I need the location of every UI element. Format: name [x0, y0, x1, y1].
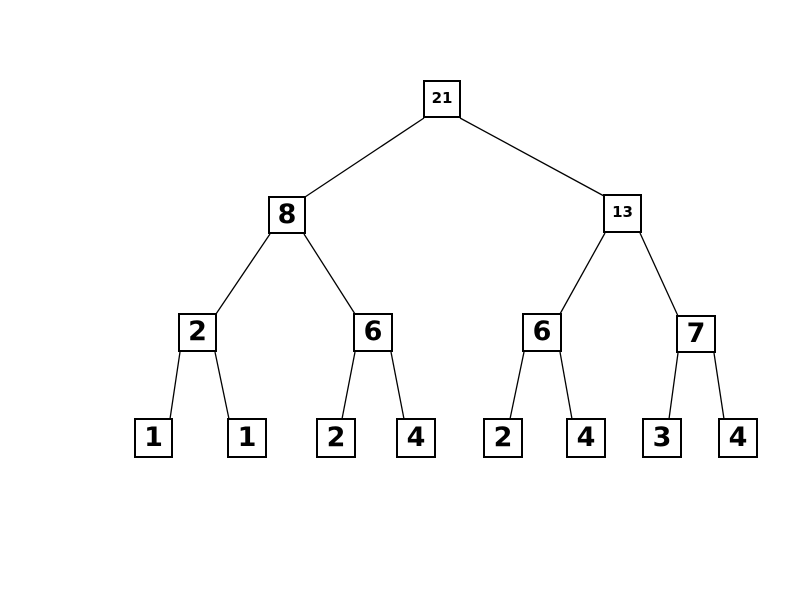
- tree-node[interactable]: 4: [396, 418, 436, 458]
- tree-edge: [390, 351, 405, 420]
- tree-edge: [559, 232, 606, 315]
- tree-node[interactable]: 6: [353, 313, 393, 352]
- tree-node-value: 2: [188, 316, 207, 347]
- tree-node-value: 2: [326, 421, 346, 453]
- tree-edge: [559, 351, 573, 420]
- tree-node-value: 13: [612, 203, 633, 221]
- tree-node[interactable]: 3: [642, 418, 682, 458]
- tree-edge: [639, 232, 679, 317]
- tree-edge: [214, 351, 230, 420]
- tree-node-value: 7: [686, 317, 706, 349]
- tree-node-value: 6: [532, 316, 552, 347]
- tree-edge: [509, 351, 525, 420]
- tree-node[interactable]: 8: [268, 196, 306, 234]
- tree-node-value: 4: [728, 421, 748, 453]
- tree-node-value: 21: [431, 88, 453, 107]
- tree-node-value: 3: [652, 421, 672, 453]
- tree-node[interactable]: 2: [483, 418, 523, 458]
- tree-node-value: 2: [493, 421, 513, 453]
- tree-node-value: 1: [144, 421, 163, 453]
- tree-edge: [215, 233, 271, 315]
- tree-node[interactable]: 2: [316, 418, 356, 458]
- tree-node[interactable]: 4: [718, 418, 758, 458]
- tree-node[interactable]: 4: [566, 418, 606, 458]
- tree-node[interactable]: 2: [178, 313, 217, 352]
- tree-edge: [668, 352, 679, 420]
- tree-node[interactable]: 13: [603, 194, 642, 233]
- tree-edge: [713, 352, 725, 420]
- tree-node[interactable]: 1: [227, 418, 267, 458]
- tree-node[interactable]: 7: [676, 315, 716, 353]
- tree-node[interactable]: 21: [423, 80, 461, 118]
- tree-node[interactable]: 1: [134, 418, 173, 458]
- tree-edge: [341, 351, 356, 420]
- tree-node-value: 8: [277, 198, 297, 230]
- tree-node-value: 4: [576, 421, 596, 453]
- tree-edge: [169, 351, 181, 420]
- tree-node-value: 6: [363, 316, 383, 347]
- tree-edge: [304, 117, 425, 198]
- tree-node-value: 1: [237, 421, 257, 453]
- tree-edge: [459, 117, 605, 197]
- tree-edge: [303, 233, 356, 315]
- tree-node-value: 4: [406, 421, 426, 453]
- tree-node[interactable]: 6: [522, 313, 562, 352]
